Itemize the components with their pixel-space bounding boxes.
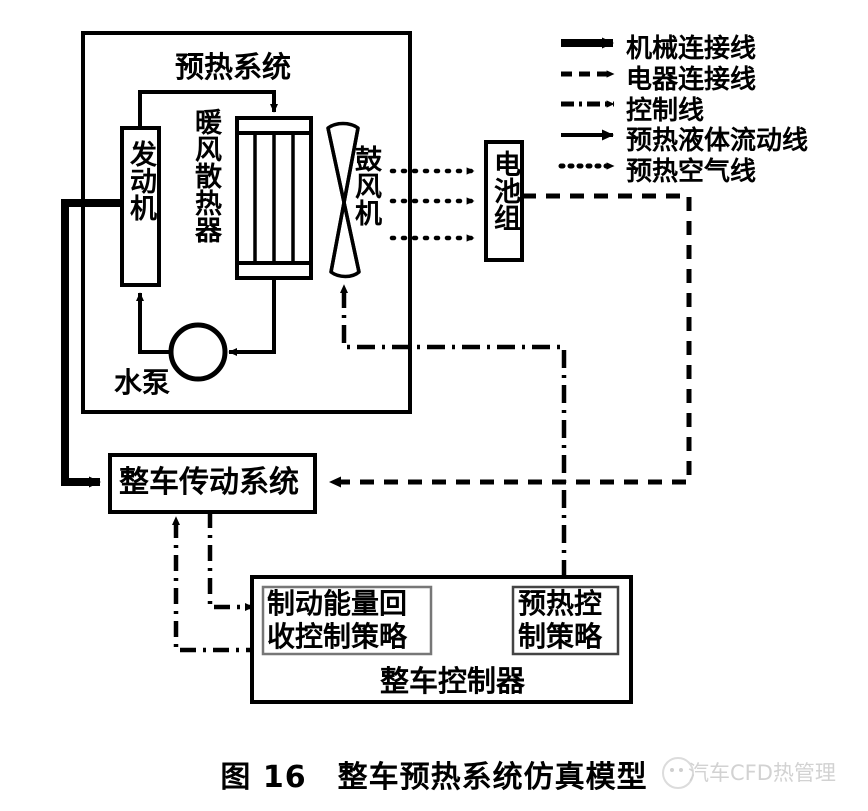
legend-lines (558, 37, 617, 170)
mechanical-link-engine-driveline (61, 199, 122, 488)
vehicle-controller-box (250, 575, 633, 704)
preheat-air-lines (389, 167, 477, 242)
braking-strategy-label-line2: 收控制策略 (267, 620, 408, 653)
figure-caption: 图 16 整车预热系统仿真模型 (220, 760, 648, 795)
braking-strategy-label-line1: 制动能量回 (267, 587, 408, 620)
vehicle-controller-label: 整车控制器 (380, 664, 526, 698)
electrical-link-battery-driveline (329, 193, 692, 488)
preheat-strategy-label-line1: 预热控 (518, 587, 603, 620)
legend-label-air: 预热空气线 (626, 157, 757, 187)
legend-label-mechanical: 机械连接线 (626, 34, 757, 64)
water-pump-label: 水泵 (114, 366, 171, 399)
battery-pack-box (484, 140, 524, 262)
heater-core-label: 暖风散热器 (190, 108, 221, 243)
water-pump-icon (168, 322, 228, 382)
heater-core-radiator (235, 116, 313, 280)
legend-label-liquid-flow: 预热液体流动线 (626, 126, 809, 156)
control-line-driveline-to-braking (207, 512, 254, 612)
legend-label-electrical: 电器连接线 (626, 65, 757, 95)
preheat-system-title: 预热系统 (175, 50, 292, 84)
preheat-strategy-label-line2: 制策略 (518, 620, 603, 653)
control-line-preheat-to-fan (339, 284, 567, 578)
battery-pack-label: 电池组 (489, 150, 520, 231)
preheat-system-box (81, 31, 412, 414)
coolant-flow-lines (135, 90, 279, 357)
control-line-braking-to-driveline (171, 516, 262, 653)
blower-label: 鼓风机 (350, 145, 381, 226)
blower-fan-icon (326, 121, 361, 279)
driveline-box (108, 453, 317, 514)
legend-label-control: 控制线 (626, 96, 705, 126)
driveline-label: 整车传动系统 (119, 465, 299, 500)
engine-label: 发动机 (125, 140, 156, 221)
